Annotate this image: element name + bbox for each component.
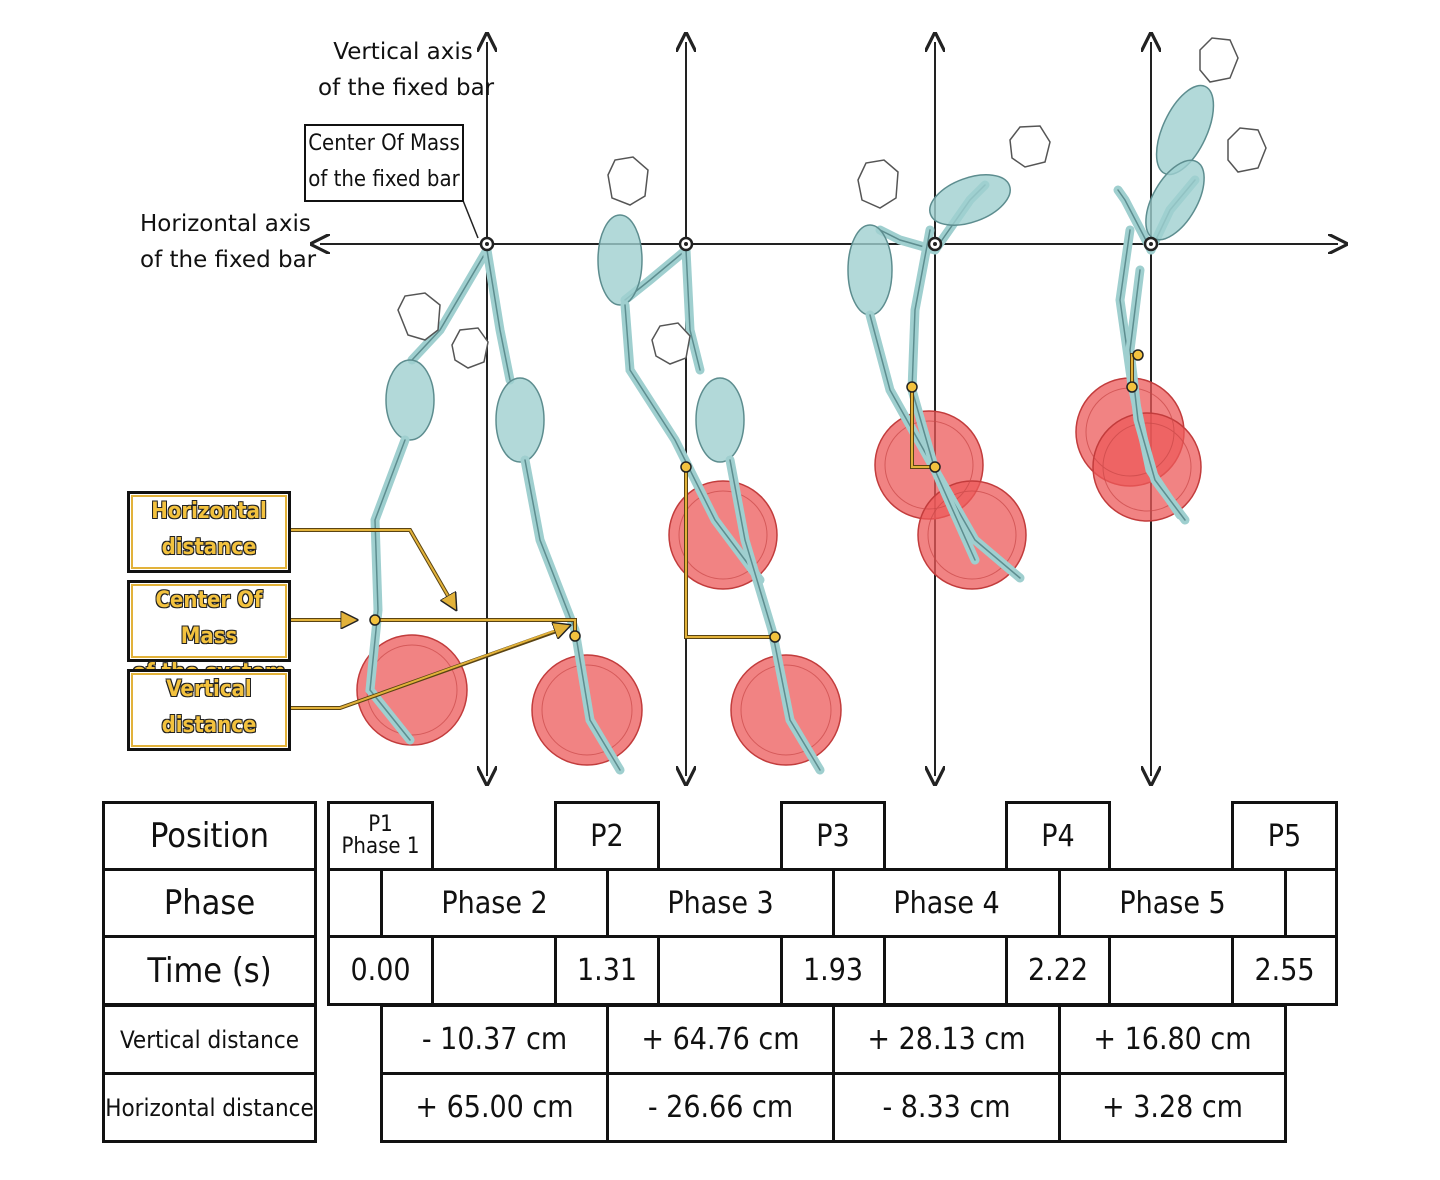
fixed-bar-centers [479, 236, 1159, 252]
skeleton-p1b [451, 245, 625, 775]
time-gap-1 [431, 935, 557, 1006]
time-p5: 2.55 [1231, 935, 1338, 1006]
vertical-axis-label: Vertical axis of the fixed bar [318, 34, 495, 106]
mass-discs [356, 377, 1202, 766]
row-label-phase: Phase [102, 868, 317, 938]
row-label-time: Time (s) [102, 935, 317, 1006]
vertical-distance-phase-4: + 28.13 cm [832, 1004, 1061, 1075]
vertical-distance-label: Vertical distance [127, 669, 291, 751]
com-bar-label-line2: of the fixed bar [308, 167, 460, 192]
phase-5: Phase 5 [1058, 868, 1287, 938]
phase-empty-left [327, 868, 383, 938]
com-system-markers [369, 349, 1144, 643]
vertical-axis-label-line1: Vertical axis [333, 39, 473, 65]
position-p1-sub: Phase 1 [341, 834, 420, 859]
row-label-position: Position [102, 801, 317, 871]
horizontal-distance-phase-5: + 3.28 cm [1058, 1072, 1287, 1143]
position-p1: P1 Phase 1 [327, 801, 434, 871]
horizontal-distance-phase-3: - 26.66 cm [606, 1072, 835, 1143]
position-p4: P4 [1005, 801, 1111, 871]
skeleton-p1a [365, 245, 492, 745]
annotation-pointers [461, 197, 479, 239]
phase-3: Phase 3 [606, 868, 835, 938]
vertical-distance-phase-3: + 64.76 cm [606, 1004, 835, 1075]
vertical-distance-label-line1: Vertical [166, 677, 252, 702]
time-p3: 1.93 [780, 935, 886, 1006]
horizontal-distance-label-line1: Horizontal [151, 499, 267, 524]
time-p4: 2.22 [1005, 935, 1111, 1006]
position-p2: P2 [554, 801, 660, 871]
position-p1-label: P1 [368, 812, 393, 837]
phase-empty-right [1284, 868, 1338, 938]
time-p2: 1.31 [554, 935, 660, 1006]
horizontal-distance-label: Horizontal distance [127, 491, 291, 573]
position-p5: P5 [1231, 801, 1338, 871]
horizontal-axis-label-line2: of the fixed bar [140, 247, 317, 273]
phase-2: Phase 2 [380, 868, 609, 938]
position-p3: P3 [780, 801, 886, 871]
time-gap-3 [883, 935, 1008, 1006]
time-gap-2 [657, 935, 783, 1006]
vertical-distance-phase-5: + 16.80 cm [1058, 1004, 1287, 1075]
phase-4: Phase 4 [832, 868, 1061, 938]
skeleton-figures [365, 37, 1267, 775]
com-bar-label-line1: Center Of Mass [308, 131, 460, 156]
vertical-distance-label-line2: distance [161, 713, 257, 738]
horizontal-distance-phase-4: - 8.33 cm [832, 1072, 1061, 1143]
fixed-bar-diagram [290, 0, 1440, 790]
vertical-distance-phase-2: - 10.37 cm [380, 1004, 609, 1075]
com-bar-label: Center Of Mass of the fixed bar [304, 124, 464, 202]
horizontal-axis-label-line1: Horizontal axis [140, 211, 311, 237]
skeleton-p2a [597, 156, 765, 585]
row-label-vertical-distance: Vertical distance [102, 1004, 317, 1075]
skeleton-p4b [1125, 127, 1267, 525]
horizontal-distance-phase-2: + 65.00 cm [380, 1072, 609, 1143]
time-gap-4 [1108, 935, 1234, 1006]
row-label-horizontal-distance: Horizontal distance [102, 1072, 317, 1143]
vertical-axis-label-line2: of the fixed bar [318, 75, 495, 101]
skeleton-p2b [651, 245, 825, 775]
com-system-label: Center Of Mass of the system [127, 580, 291, 685]
horizontal-axis-label: Horizontal axis of the fixed bar [140, 206, 317, 278]
time-p1: 0.00 [327, 935, 434, 1006]
com-system-label-line1: Center Of Mass [155, 588, 263, 649]
horizontal-distance-label-line2: distance [161, 535, 257, 560]
